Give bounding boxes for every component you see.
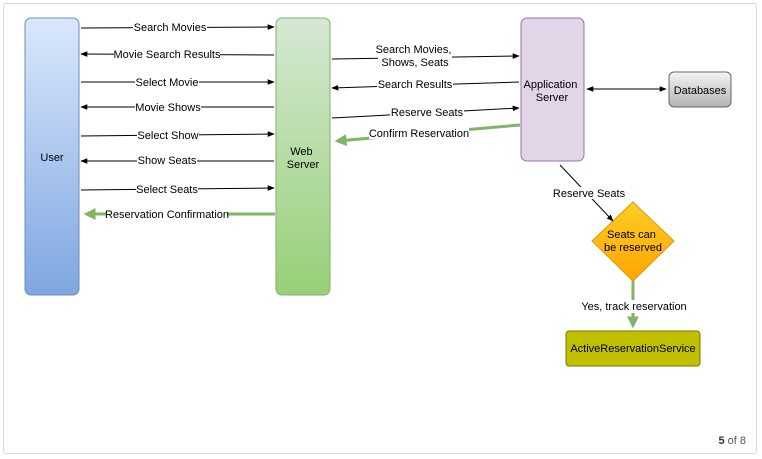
decision-label-line-1: Seats can: [607, 229, 656, 241]
message-search-results-label: Search Results: [378, 79, 453, 91]
message-reservation-confirmation: Reservation Confirmation: [83, 208, 275, 221]
web-server-lifeline: Web Server: [275, 17, 331, 296]
message-search-results: Search Results: [331, 78, 520, 91]
message-search-movies-shows-seats: Search Movies, Shows, Seats: [331, 43, 520, 69]
message-confirm-reservation: Confirm Reservation: [334, 123, 521, 147]
web-server-label: Web Server: [287, 146, 320, 171]
message-confirm-reservation-label: Confirm Reservation: [369, 128, 469, 140]
message-select-movie: Select Movie: [81, 76, 275, 89]
application-server-label-line-1: Application: [524, 79, 578, 91]
seats-decision-diamond: Seats can be reserved: [591, 201, 675, 282]
databases-box: Databases: [668, 71, 732, 108]
application-server-label: Application Server: [524, 79, 581, 104]
message-reserve-seats-app-label: Reserve Seats: [391, 107, 464, 119]
message-search-movies-label: Search Movies: [134, 22, 207, 34]
message-reservation-confirmation-label: Reservation Confirmation: [105, 209, 229, 221]
message-search-movies-shows-seats-line-1: Search Movies,: [376, 44, 452, 56]
message-select-seats-label: Select Seats: [136, 184, 198, 196]
application-server-box: Application Server: [520, 17, 585, 162]
message-show-seats: Show Seats: [80, 155, 274, 167]
flow-yes-track-reservation-label: Yes, track reservation: [581, 301, 686, 313]
decision-label-line-2: be reserved: [604, 242, 662, 254]
flow-reserve-seats-label: Reserve Seats: [553, 188, 626, 200]
message-search-movies: Search Movies: [80, 21, 275, 34]
decision-label: Seats can be reserved: [604, 229, 662, 254]
message-select-seats: Select Seats: [80, 183, 275, 196]
slide-pager: 5 of 8: [718, 435, 746, 447]
message-movie-search-results-label: Movie Search Results: [114, 49, 221, 61]
flow-yes-track-reservation: Yes, track reservation: [581, 281, 687, 329]
message-search-movies-shows-seats-label: Search Movies, Shows, Seats: [376, 44, 455, 69]
user-lifeline: User: [24, 17, 80, 296]
message-select-show: Select Show: [80, 129, 275, 142]
message-movie-shows: Movie Shows: [80, 101, 274, 114]
web-server-label-line-1: Web: [290, 146, 312, 158]
message-show-seats-label: Show Seats: [138, 155, 197, 167]
pager-total: 8: [739, 435, 746, 447]
active-reservation-service-box: ActiveReservationService: [565, 330, 701, 367]
pager-current: 5: [718, 435, 725, 447]
message-select-movie-label: Select Movie: [136, 77, 199, 89]
message-movie-search-results: Movie Search Results: [80, 48, 275, 61]
message-select-show-label: Select Show: [137, 130, 198, 142]
message-movie-shows-label: Movie Shows: [135, 102, 201, 114]
message-reserve-seats-app: Reserve Seats: [331, 105, 520, 119]
application-server-label-line-2: Server: [536, 92, 569, 104]
databases-label: Databases: [674, 85, 727, 97]
pager-separator: of: [727, 435, 737, 447]
message-search-movies-shows-seats-line-2: Shows, Seats: [381, 57, 449, 69]
user-label: User: [40, 152, 64, 164]
flow-reserve-seats: Reserve Seats: [552, 164, 626, 222]
web-server-label-line-2: Server: [287, 159, 320, 171]
active-reservation-service-label: ActiveReservationService: [570, 343, 695, 355]
